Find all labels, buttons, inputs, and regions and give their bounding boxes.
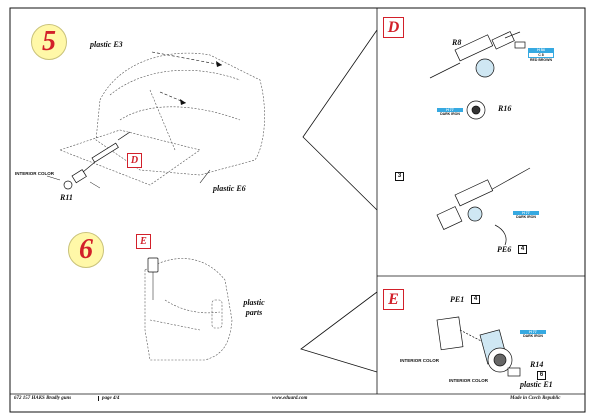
section-d-gun-bottom [436, 167, 531, 246]
step5-gun [46, 131, 131, 190]
section-d-part-pe6: PE6 [497, 245, 512, 254]
section-e-plastic-e1: plastic E1 [520, 380, 553, 389]
step6-label: plastic parts [243, 298, 265, 317]
step5-badge: 5 [31, 24, 67, 60]
step5-part-r11: R11 [60, 193, 73, 202]
paint-code-top: H 54 [528, 48, 554, 52]
step5-number: 5 [42, 26, 56, 57]
footer-product: 672 157 HAKS Bradly guns [14, 396, 72, 401]
paint-code: H 77 [437, 108, 463, 112]
step5-interior-color: INTERIOR COLOR [15, 171, 54, 176]
step6-gun [147, 257, 159, 300]
step5-label-top: plastic E3 [90, 40, 123, 49]
paint-name: DARK IRON [440, 112, 460, 116]
section-e-r14-box: 6 [537, 371, 546, 380]
section-d-paint-low: H 77 DARK IRON [513, 211, 539, 219]
section-d-variant-box: 3 [395, 172, 404, 181]
section-d-gun-top [429, 31, 526, 120]
paint-code: H 77 [520, 330, 546, 334]
page-frame [9, 7, 586, 413]
paint-code: C 8 [528, 52, 554, 58]
section-e-parts [436, 316, 521, 377]
section-e-interior-color-1: INTERIOR COLOR [400, 358, 439, 363]
callout-e [300, 291, 378, 373]
paint-name: DARK IRON [516, 215, 536, 219]
callout-d [302, 29, 378, 211]
section-d-paint-mid: H 77 DARK IRON [437, 108, 463, 116]
step5-label-bottom: plastic E6 [213, 184, 246, 193]
section-d-part-r8: R8 [452, 38, 462, 47]
paint-code: H 77 [513, 211, 539, 215]
section-e-paint: H 77 DARK IRON [520, 330, 546, 338]
section-e-letter: E [383, 289, 404, 310]
step6-turret [144, 258, 233, 361]
paint-name: RED BROWN [530, 58, 552, 62]
section-e-part-pe1: PE1 [450, 295, 465, 304]
step6-badge: 6 [68, 232, 104, 268]
section-d-letter: D [383, 17, 404, 38]
section-d-part-r16: R16 [498, 104, 512, 113]
section-e-interior-color-2: INTERIOR COLOR [449, 378, 488, 383]
paint-name: DARK IRON [523, 334, 543, 338]
section-d-pe6-box: 4 [518, 245, 527, 254]
section-d-paint-top: H 54 C 8 RED BROWN [528, 48, 554, 62]
footer-origin: Made in Czech Republic [510, 396, 561, 401]
step5-hull [59, 52, 265, 186]
section-e-part-r14: R14 [530, 360, 544, 369]
step6-ref-box: E [136, 234, 151, 249]
step5-ref-box: D [127, 153, 142, 168]
section-e-pe1-box: 4 [471, 295, 480, 304]
footer-page: page 4/4 [98, 396, 119, 401]
footer-website: www.eduard.com [272, 396, 308, 401]
step6-number: 6 [79, 234, 93, 265]
